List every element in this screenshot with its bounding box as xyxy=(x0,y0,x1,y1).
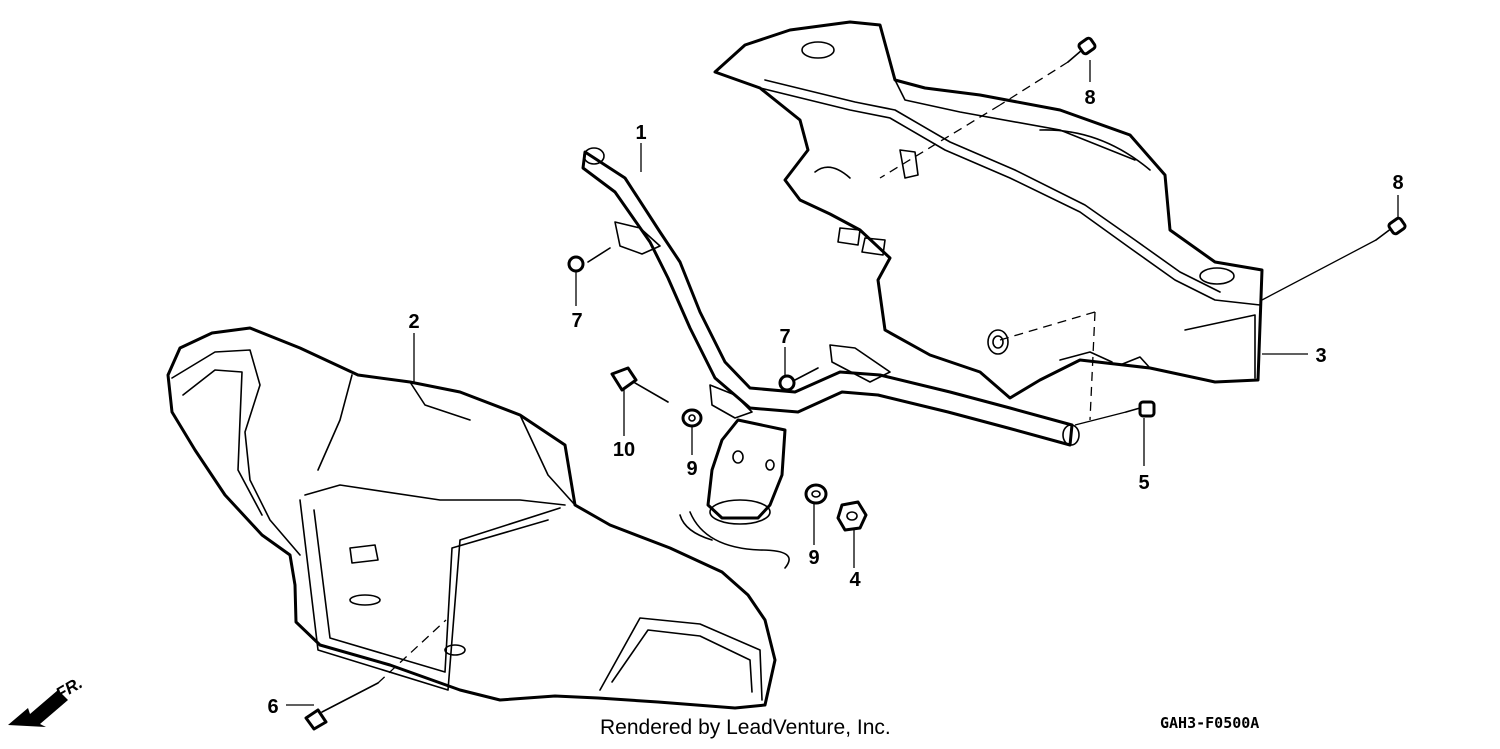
leader-lines xyxy=(286,60,1399,706)
bolt-5 xyxy=(1125,400,1156,418)
nut-4 xyxy=(836,500,868,532)
screw-7-right xyxy=(778,367,819,392)
bolt-10 xyxy=(610,366,669,403)
callout-1: 1 xyxy=(635,122,646,144)
washer-9-left xyxy=(681,408,703,428)
screw-6 xyxy=(304,682,379,731)
washer-9-right xyxy=(804,483,828,505)
screw-8-right xyxy=(1375,216,1407,241)
steering-stem xyxy=(679,418,790,569)
front-handlebar-cover xyxy=(166,326,777,710)
callout-3: 3 xyxy=(1315,345,1326,367)
handlebar-pipe xyxy=(581,147,1080,447)
callout-5: 5 xyxy=(1138,472,1149,494)
callout-2: 2 xyxy=(408,311,419,333)
callout-9-right: 9 xyxy=(808,547,819,569)
callout-4: 4 xyxy=(849,569,861,591)
rear-handlebar-cover xyxy=(713,20,1264,400)
callout-6: 6 xyxy=(267,696,278,718)
screw-7-left xyxy=(567,247,611,273)
front-direction-arrow: FR. xyxy=(8,673,86,727)
callout-7-left: 7 xyxy=(571,310,582,332)
diagram-code: GAH3-F0500A xyxy=(1160,714,1260,732)
callout-9-left: 9 xyxy=(686,458,697,480)
callout-8-upper: 8 xyxy=(1084,87,1095,109)
callout-10: 10 xyxy=(613,439,635,461)
screw-8-upper xyxy=(1067,36,1097,63)
render-credit: Rendered by LeadVenture, Inc. xyxy=(600,716,891,739)
callout-8-right: 8 xyxy=(1392,172,1403,194)
callout-7-right: 7 xyxy=(779,326,790,348)
